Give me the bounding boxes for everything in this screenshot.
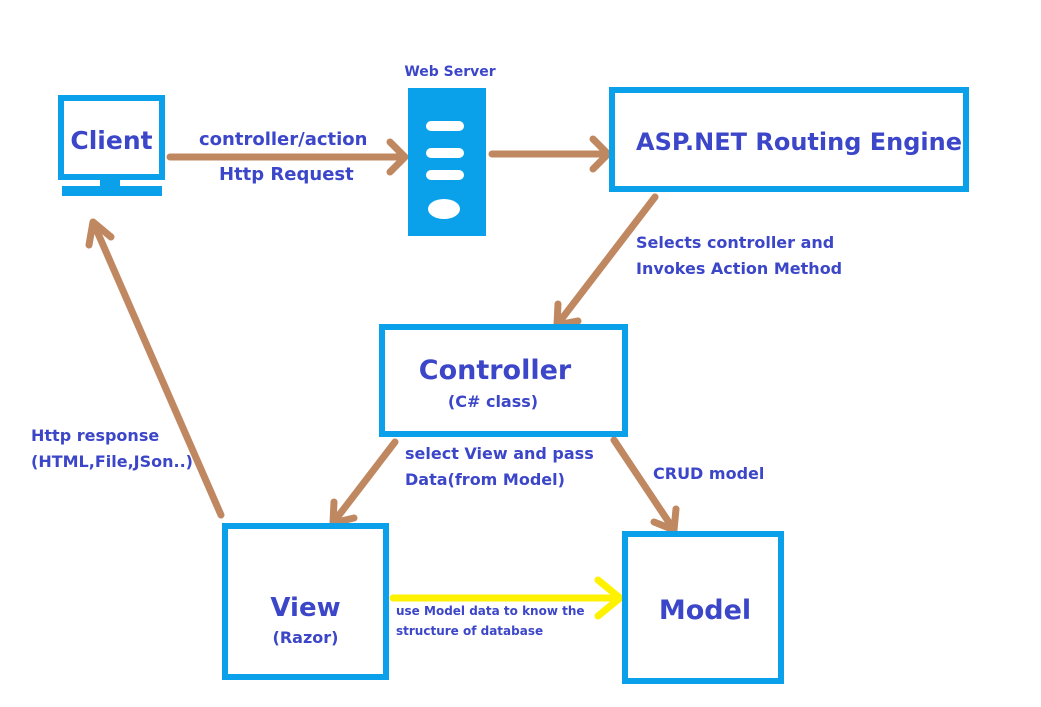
controller-to-view-label-1: select View and pass	[405, 444, 594, 463]
view-to-client-label-2: (HTML,File,JSon..)	[31, 452, 193, 471]
view-to-model-label-1: use Model data to know the	[396, 604, 585, 618]
model-label: Model	[658, 595, 752, 626]
model-node	[622, 531, 784, 684]
arrow-view-to-client	[85, 218, 225, 519]
routing-to-controller-label-1: Selects controller and	[636, 233, 835, 252]
controller-to-view-label-2: Data(from Model)	[405, 470, 565, 489]
server-slot-2	[426, 148, 464, 158]
client-label: Client	[70, 126, 153, 155]
view-to-model-label-2: structure of database	[396, 624, 544, 638]
monitor-neck	[100, 178, 120, 188]
arrow-view-to-model	[389, 576, 624, 620]
controller-node	[379, 324, 628, 437]
server-slot-3	[426, 170, 464, 180]
view-node	[222, 523, 389, 680]
arrow-controller-to-view	[329, 438, 399, 527]
view-sublabel: (Razor)	[272, 628, 339, 647]
client-to-server-label-1: controller/action	[199, 129, 368, 150]
server-icon	[408, 88, 486, 236]
routing-engine-node	[609, 87, 969, 192]
routing-engine-label: ASP.NET Routing Engine	[636, 128, 962, 156]
client-to-server-label-2: Http Request	[219, 164, 354, 185]
view-to-client-label-1: Http response	[31, 426, 160, 445]
server-slot-1	[426, 121, 464, 131]
arrow-controller-to-model	[610, 436, 680, 534]
arrow-server-to-routing	[488, 135, 612, 173]
client-node	[58, 95, 165, 180]
arrow-client-to-server	[166, 138, 409, 176]
server-light	[428, 199, 460, 219]
view-label: View	[270, 593, 341, 623]
routing-to-controller-label-2: Invokes Action Method	[636, 259, 843, 278]
controller-to-model-label: CRUD model	[653, 464, 765, 483]
monitor-base	[62, 186, 162, 196]
controller-label: Controller	[418, 355, 572, 386]
controller-sublabel: (C# class)	[447, 392, 539, 411]
web-server-label: Web Server	[404, 64, 496, 80]
